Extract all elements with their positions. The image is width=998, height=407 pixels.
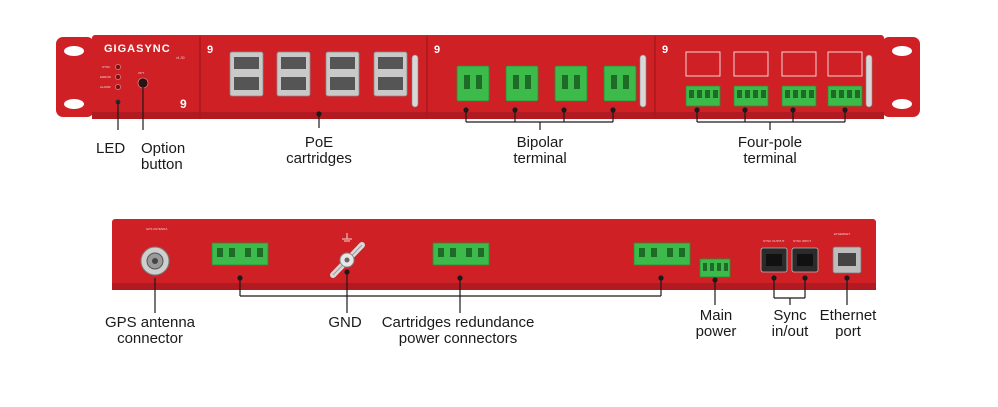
rear-leader-lines <box>154 269 850 313</box>
sync-callout-line1: Sync <box>773 307 807 324</box>
fourpole-terminal-1 <box>685 51 721 107</box>
poe-port-3 <box>325 51 360 97</box>
error-led <box>115 74 121 80</box>
fourpole-terminal-2 <box>733 51 769 107</box>
front-chassis-shade <box>92 112 884 119</box>
redundance-callout-line1: Cartridges redundance <box>382 314 535 331</box>
alarm-led <box>115 84 121 90</box>
option-button-label: OPT <box>138 71 144 75</box>
brand-mark-section-3: 9 <box>662 44 668 56</box>
sync-callout-line2: in/out <box>772 323 810 340</box>
redundance-connector-2 <box>432 242 490 266</box>
gps-callout-line2: connector <box>117 330 183 347</box>
handle-2[interactable] <box>639 54 647 108</box>
brand-mark-section-2: 9 <box>434 44 440 56</box>
gps-callout-line1: GPS antenna <box>105 314 196 331</box>
main-power-callout-line1: Main <box>700 307 733 324</box>
bipolar-callout-line1: Bipolar <box>517 134 564 151</box>
bipolar-terminal-3 <box>554 65 588 102</box>
fourpole-callout-line1: Four-pole <box>738 134 802 151</box>
rear-panel: GPS ANTENNA <box>112 219 876 290</box>
brand-logo: GIGASYNC <box>104 43 171 55</box>
bipolar-terminal-2 <box>505 65 539 102</box>
brand-model: v1.30 <box>176 56 185 60</box>
sync-output-label: SYNC OUTPUT <box>763 239 785 243</box>
ethernet-port[interactable] <box>832 246 862 274</box>
right-ear-hole-bottom <box>892 99 912 109</box>
bipolar-callout-line2: terminal <box>513 150 566 167</box>
brand-mark-front-left: 9 <box>180 97 187 111</box>
gnd-terminal[interactable] <box>330 242 365 278</box>
sync-led <box>115 64 121 70</box>
fourpole-callout-line2: terminal <box>743 150 796 167</box>
sync-led-label: SYNC <box>102 65 111 69</box>
fourpole-terminals <box>685 51 863 107</box>
bipolar-terminal-1 <box>456 65 490 102</box>
handle-3[interactable] <box>865 54 873 108</box>
fourpole-terminal-4 <box>827 51 863 107</box>
poe-callout-line1: PoE <box>305 134 333 151</box>
fourpole-terminal-3 <box>781 51 817 107</box>
led-callout: LED <box>96 140 125 157</box>
handle-1[interactable] <box>411 54 419 108</box>
redundance-connector-1 <box>211 242 269 266</box>
poe-cartridges <box>229 51 408 97</box>
option-callout-line1: Option <box>141 140 185 157</box>
alarm-led-label: ALARM <box>100 85 111 89</box>
sync-input-label: SYNC INPUT <box>793 239 811 243</box>
gps-panel-label: GPS ANTENNA <box>146 227 167 231</box>
ethernet-panel-label: ETHERNET <box>834 232 850 236</box>
redundance-connector-3 <box>633 242 691 266</box>
bipolar-terminals <box>456 65 637 102</box>
option-callout-line2: button <box>141 156 183 173</box>
poe-port-4 <box>373 51 408 97</box>
ethernet-callout-line2: port <box>835 323 862 340</box>
sync-input-port[interactable] <box>791 247 819 273</box>
left-rack-ear <box>56 37 94 117</box>
right-rack-ear <box>882 37 920 117</box>
error-led-label: ERROR <box>100 75 112 79</box>
poe-port-1 <box>229 51 264 97</box>
gps-connector-pin <box>152 258 158 264</box>
left-ear-hole-bottom <box>64 99 84 109</box>
gnd-callout: GND <box>328 314 362 331</box>
poe-callout-line2: cartridges <box>286 150 352 167</box>
front-leader-lines <box>117 80 848 130</box>
ethernet-callout-line1: Ethernet <box>820 307 878 324</box>
right-ear-hole-top <box>892 46 912 56</box>
front-panel: GIGASYNC v1.30 9 9 9 9 SYNC ERROR ALARM … <box>56 35 920 119</box>
redundance-callout-line2: power connectors <box>399 330 517 347</box>
left-ear-hole-top <box>64 46 84 56</box>
main-power-connector <box>699 258 731 278</box>
sync-output-port[interactable] <box>760 247 788 273</box>
bipolar-terminal-4 <box>603 65 637 102</box>
ground-symbol-icon <box>342 233 352 242</box>
rear-chassis <box>112 219 876 290</box>
brand-mark-section-1: 9 <box>207 44 213 56</box>
poe-port-2 <box>276 51 311 97</box>
main-power-callout-line2: power <box>696 323 737 340</box>
rear-chassis-shade <box>112 283 876 290</box>
